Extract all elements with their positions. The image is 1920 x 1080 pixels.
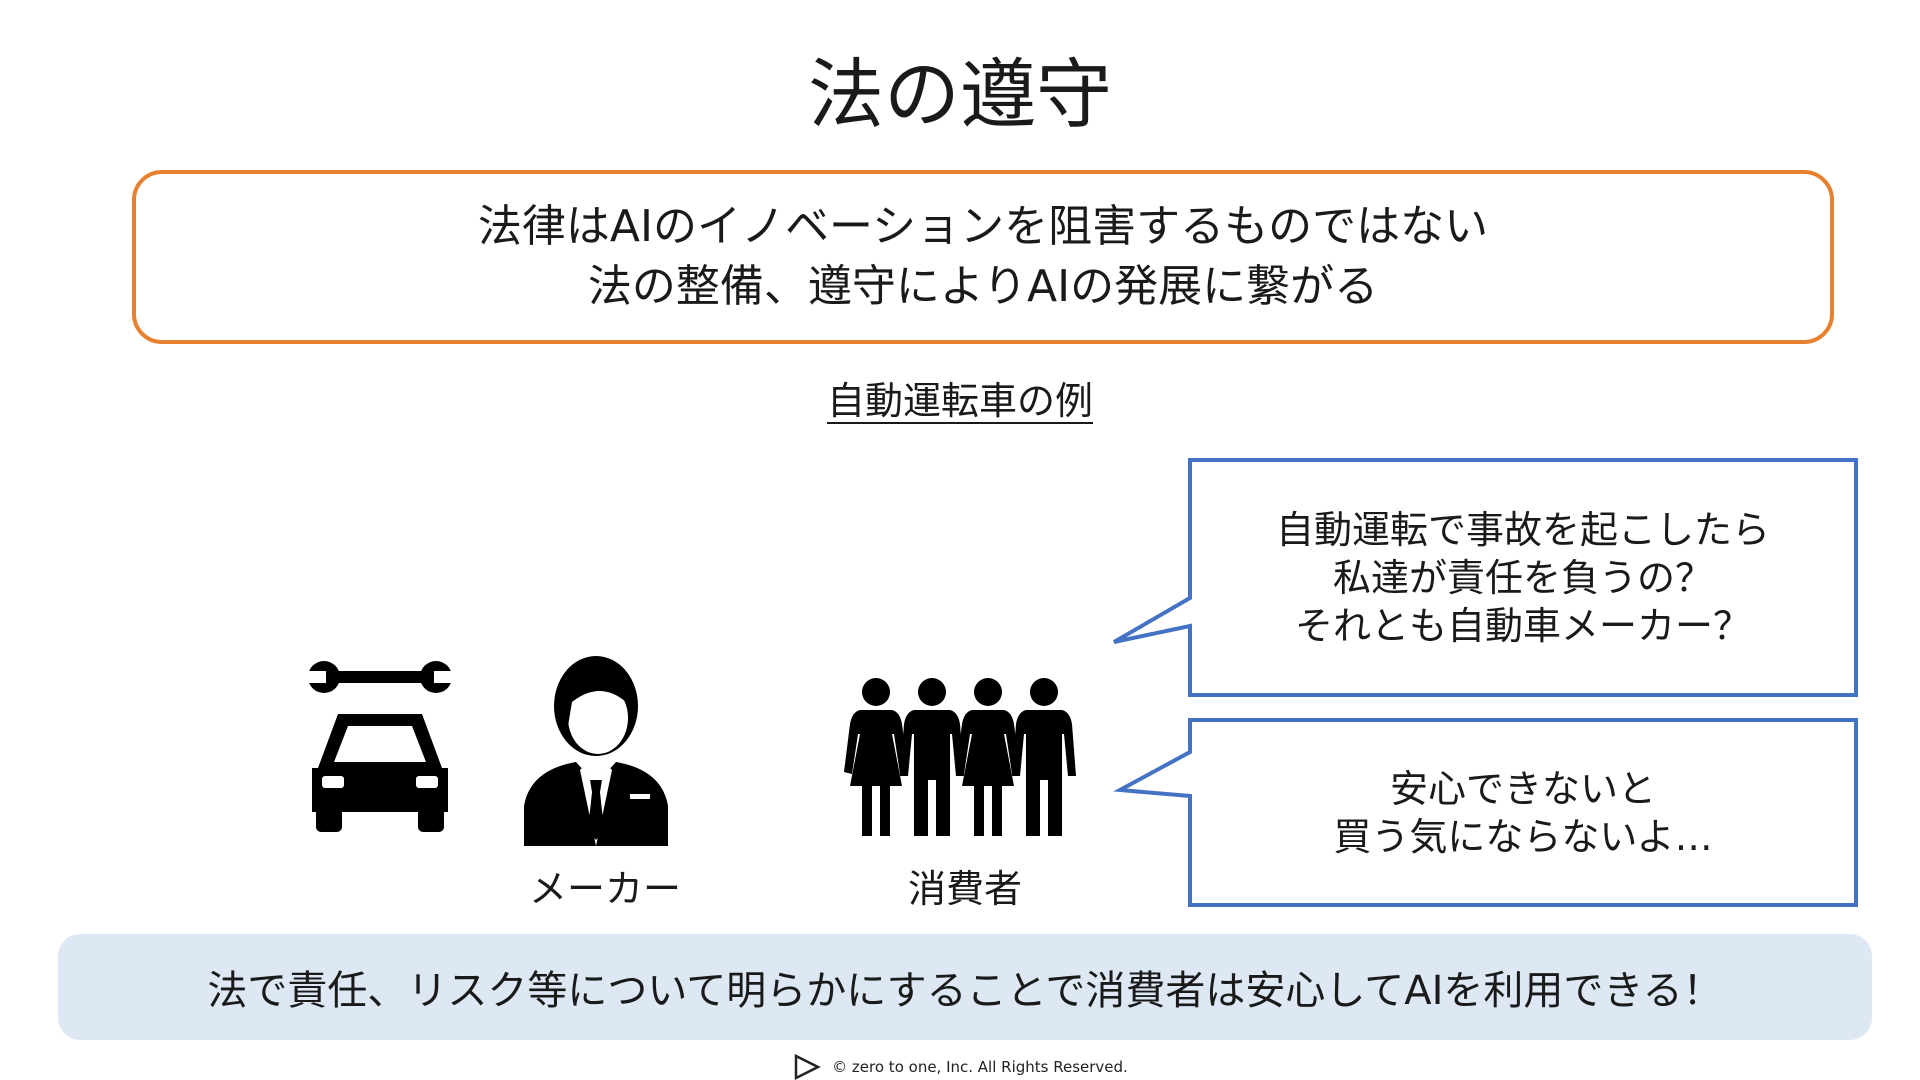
conclusion-box: 法で責任、リスク等について明らかにすることで消費者は安心してAIを利用できる！ bbox=[58, 934, 1872, 1040]
manufacturer-label: メーカー bbox=[528, 867, 681, 911]
example-heading-text: 自動運転車の例 bbox=[826, 379, 1093, 423]
speech-bubble-2: 安心できないと 買う気にならないよ… bbox=[1190, 720, 1856, 905]
bubble-2-line-2: 買う気にならないよ… bbox=[1333, 814, 1713, 859]
people-group-icon bbox=[844, 678, 1076, 836]
bubble-1-line-2: 私達が責任を負うの？ bbox=[1332, 555, 1713, 600]
consumer-label: 消費者 bbox=[907, 867, 1022, 911]
example-heading: 自動運転車の例 bbox=[0, 374, 1920, 428]
play-logo-icon bbox=[794, 1054, 821, 1080]
bubble-2-line-1: 安心できないと bbox=[1389, 766, 1656, 811]
footer: © zero to one, Inc. All Rights Reserved. bbox=[0, 1054, 1920, 1080]
key-message-line-1: 法律はAIのイノベーションを阻害するものではない bbox=[477, 201, 1489, 252]
slide-title: 法の遵守 bbox=[808, 50, 1112, 139]
key-message-box: 法律はAIのイノベーションを阻害するものではない 法の整備、遵守によりAIの発展… bbox=[132, 170, 1834, 344]
key-message-line-2: 法の整備、遵守によりAIの発展に繋がる bbox=[587, 261, 1379, 312]
businessman-icon bbox=[524, 656, 668, 846]
conclusion-text: 法で責任、リスク等について明らかにすることで消費者は安心してAIを利用できる！ bbox=[207, 968, 1723, 1014]
copyright-text: © zero to one, Inc. All Rights Reserved. bbox=[832, 1058, 1128, 1076]
bubble-1-line-3: それとも自動車メーカー？ bbox=[1294, 603, 1751, 648]
speech-bubble-1: 自動運転で事故を起こしたら 私達が責任を負うの？ それとも自動車メーカー？ bbox=[1190, 460, 1856, 695]
car-wrench-icon bbox=[304, 661, 456, 832]
bubble-1-line-1: 自動運転で事故を起こしたら bbox=[1275, 507, 1770, 552]
